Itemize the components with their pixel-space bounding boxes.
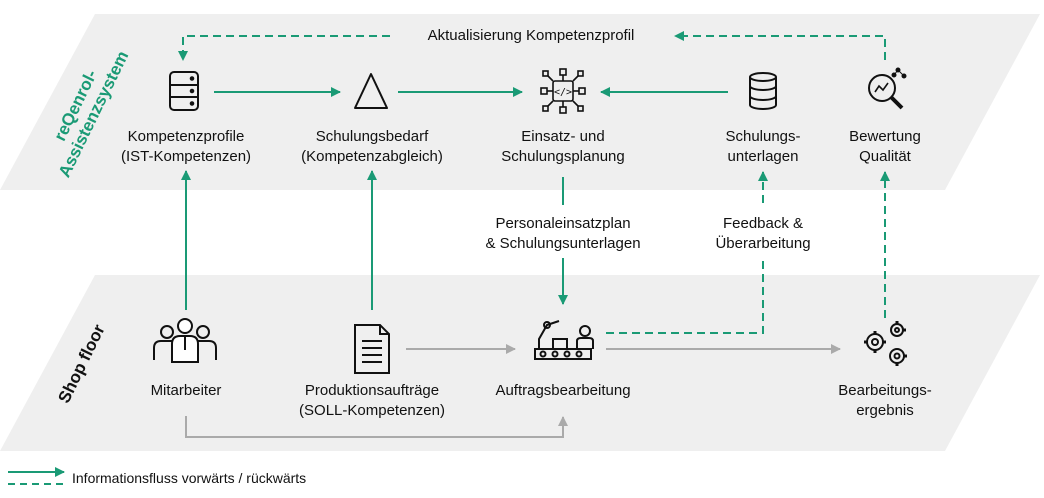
people-group-icon — [153, 318, 217, 363]
bottom-layer-band — [0, 275, 1040, 451]
node-schulungsbedarf-line2: (Kompetenzabgleich) — [301, 148, 443, 165]
node-schulungsunterlagen-line2: unterlagen — [727, 148, 799, 165]
arrow-feedback-lower — [606, 260, 764, 334]
node-einsatz-line2: Schulungsplanung — [501, 148, 625, 165]
node-mitarbeiter: Mitarbeiter — [116, 381, 256, 401]
legend-text: Informationsfluss vorwärts / rückwärts — [72, 470, 307, 486]
node-bearbeitungsergebnis: Bearbeitungs- ergebnis — [810, 381, 960, 421]
node-produktionsauftraege-line2: (SOLL-Kompetenzen) — [299, 402, 445, 419]
node-einsatz: Einsatz- und Schulungsplanung — [473, 127, 653, 167]
node-kompetenzprofile-line2: (IST-Kompetenzen) — [120, 148, 252, 165]
node-auftragsbearbeitung: Auftragsbearbeitung — [473, 381, 653, 401]
edge-label-personaleinsatzplan-line1: Personaleinsatzplan — [495, 215, 631, 232]
node-produktionsauftraege: Produktionsaufträge (SOLL-Kompetenzen) — [282, 381, 462, 421]
edge-label-feedback: Feedback & Überarbeitung — [693, 214, 833, 254]
database-stack-icon — [749, 72, 777, 110]
node-bewertung: Bewertung Qualität — [815, 127, 955, 167]
node-produktionsauftraege-line1: Produktionsaufträge — [304, 382, 440, 399]
node-kompetenzprofile: Kompetenzprofile (IST-Kompetenzen) — [96, 127, 276, 167]
node-bewertung-line1: Bewertung — [849, 128, 921, 145]
node-auftragsbearbeitung-line1: Auftragsbearbeitung — [495, 382, 631, 399]
node-kompetenzprofile-line1: Kompetenzprofile — [127, 128, 245, 145]
top-layer-band — [0, 14, 1040, 190]
database-icon — [169, 71, 199, 111]
node-mitarbeiter-line1: Mitarbeiter — [150, 382, 222, 399]
edge-label-aktualisierung: Aktualisierung Kompetenzprofil — [427, 27, 635, 44]
node-einsatz-line1: Einsatz- und — [521, 128, 605, 145]
edge-label-personaleinsatzplan: Personaleinsatzplan & Schulungsunterlage… — [458, 214, 668, 254]
arrow-aktualisierung-left — [178, 35, 390, 61]
gears-icon — [864, 321, 907, 366]
svg-text:</>: </> — [554, 87, 572, 98]
node-bearbeitungsergebnis-line1: Bearbeitungs- — [838, 382, 932, 399]
node-bewertung-line2: Qualität — [859, 148, 911, 165]
robot-factory-icon — [534, 320, 594, 360]
document-icon — [354, 324, 390, 374]
arrow-aktualisierung-right — [674, 31, 886, 60]
node-schulungsunterlagen: Schulungs- unterlagen — [688, 127, 838, 167]
edge-label-personaleinsatzplan-line2: & Schulungsunterlagen — [485, 235, 641, 252]
arrow-mitarbeiter-to-auftragsbearbeitung — [185, 416, 568, 438]
triangle-icon — [354, 73, 388, 109]
node-bearbeitungsergebnis-line2: ergebnis — [856, 402, 914, 419]
edge-label-feedback-line2: Überarbeitung — [715, 235, 811, 252]
node-schulungsunterlagen-line1: Schulungs- — [725, 128, 801, 145]
node-schulungsbedarf-line1: Schulungsbedarf — [315, 128, 429, 145]
edge-label-feedback-line1: Feedback & — [722, 215, 804, 232]
node-schulungsbedarf: Schulungsbedarf (Kompetenzabgleich) — [282, 127, 462, 167]
magnifier-chart-icon — [868, 67, 907, 110]
network-code-icon: </> — [540, 68, 586, 114]
